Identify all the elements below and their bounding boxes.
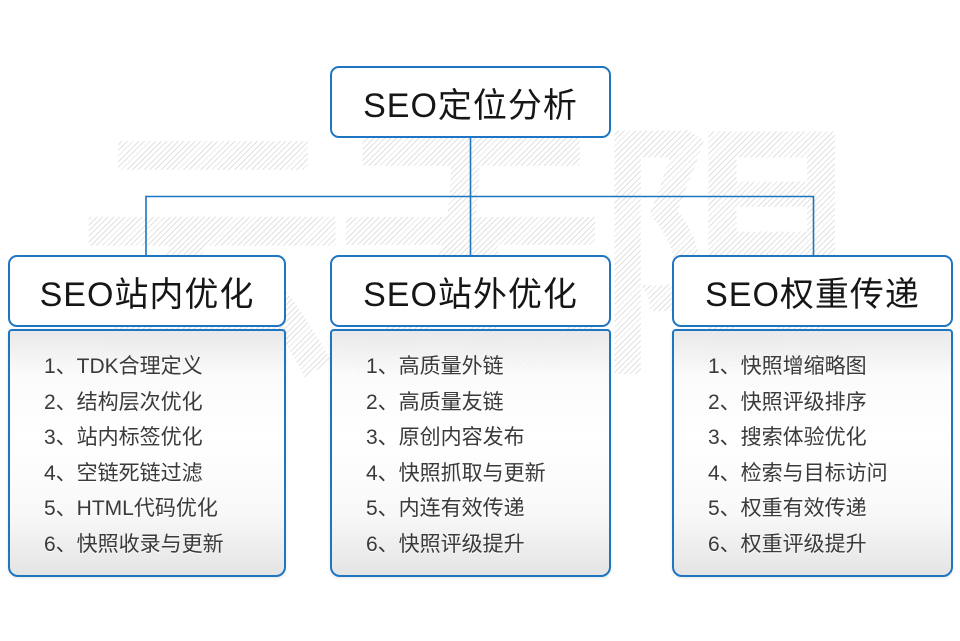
list-item: 1、高质量外链 <box>366 355 504 378</box>
column-title: SEO站外优化 <box>363 275 578 314</box>
list-item: 1、快照增缩略图 <box>708 355 867 378</box>
item-list: 1、高质量外链 2、高质量友链 3、原创内容发布 4、快照抓取与更新 5、内连有… <box>366 349 599 562</box>
column-header: SEO权重传递 <box>672 255 953 327</box>
list-item: 5、内连有效传递 <box>366 497 525 520</box>
list-item: 2、高质量友链 <box>366 390 504 414</box>
item-list: 1、TDK合理定义 2、结构层次优化 3、站内标签优化 4、空链死链过滤 5、H… <box>44 349 274 562</box>
list-item: 3、站内标签优化 <box>44 426 203 449</box>
column-header: SEO站内优化 <box>8 255 286 327</box>
column-body: 1、高质量外链 2、高质量友链 3、原创内容发布 4、快照抓取与更新 5、内连有… <box>330 329 611 577</box>
column-header: SEO站外优化 <box>330 255 611 327</box>
list-item: 3、搜索体验优化 <box>708 426 867 449</box>
column-onsite-seo: SEO站内优化 1、TDK合理定义 2、结构层次优化 3、站内标签优化 4、空链… <box>8 255 286 577</box>
root-title: SEO定位分析 <box>363 86 578 125</box>
item-list: 1、快照增缩略图 2、快照评级排序 3、搜索体验优化 4、检索与目标访问 5、权… <box>708 349 941 562</box>
list-item: 4、快照抓取与更新 <box>366 461 546 485</box>
list-item: 5、权重有效传递 <box>708 497 867 520</box>
list-item: 1、TDK合理定义 <box>44 355 203 378</box>
list-item: 4、空链死链过滤 <box>44 461 203 485</box>
column-offsite-seo: SEO站外优化 1、高质量外链 2、高质量友链 3、原创内容发布 4、快照抓取与… <box>330 255 611 577</box>
column-title: SEO权重传递 <box>705 275 920 314</box>
column-title: SEO站内优化 <box>39 275 255 314</box>
root-box: SEO定位分析 <box>330 66 611 138</box>
list-item: 5、HTML代码优化 <box>44 497 218 520</box>
list-item: 2、快照评级排序 <box>708 390 867 414</box>
list-item: 6、快照收录与更新 <box>44 532 224 556</box>
list-item: 3、原创内容发布 <box>366 426 525 449</box>
list-item: 6、权重评级提升 <box>708 532 867 556</box>
column-weight-transfer: SEO权重传递 1、快照增缩略图 2、快照评级排序 3、搜索体验优化 4、检索与… <box>672 255 953 577</box>
list-item: 2、结构层次优化 <box>44 390 203 414</box>
list-item: 4、检索与目标访问 <box>708 461 888 485</box>
list-item: 6、快照评级提升 <box>366 532 525 556</box>
column-body: 1、TDK合理定义 2、结构层次优化 3、站内标签优化 4、空链死链过滤 5、H… <box>8 329 286 577</box>
column-body: 1、快照增缩略图 2、快照评级排序 3、搜索体验优化 4、检索与目标访问 5、权… <box>672 329 953 577</box>
